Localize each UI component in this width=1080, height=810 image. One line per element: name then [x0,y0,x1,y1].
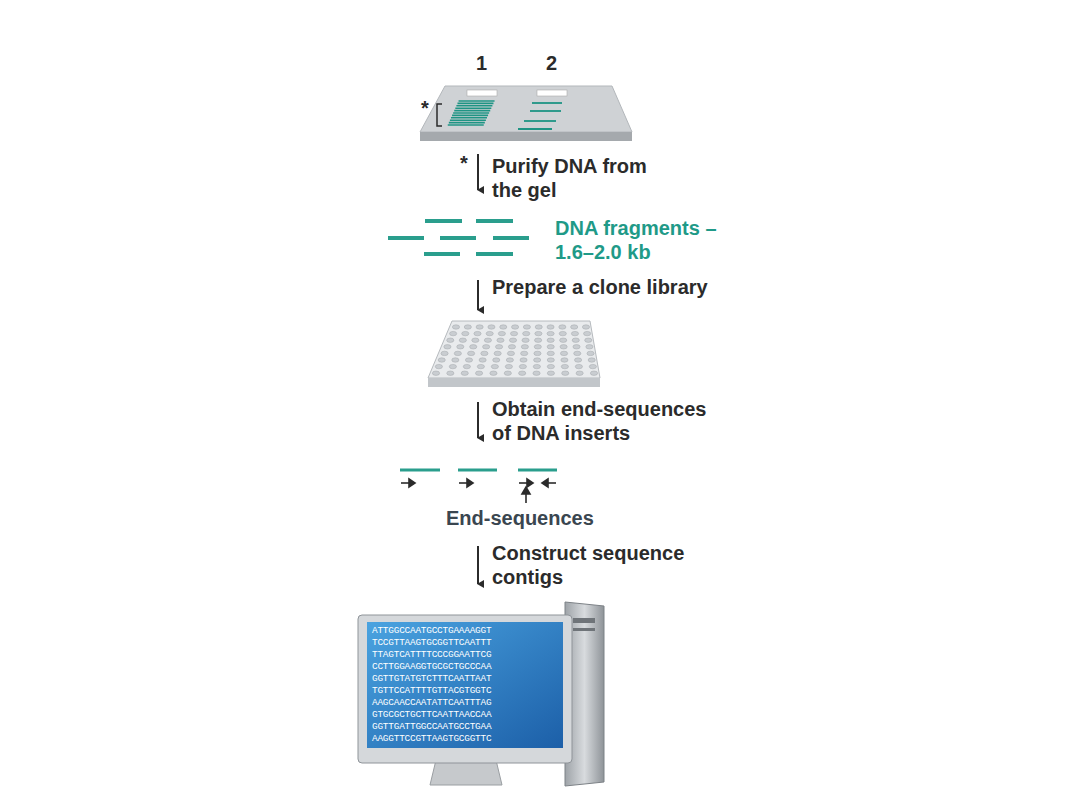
screen-sequence: CCTTGGAAGGTGCGCTGCCCAA [372,661,491,672]
lane-number: 2 [546,52,557,76]
gel [420,86,632,141]
screen-sequence: TGTTCCATTTTGTTACGTGGTC [372,685,491,696]
asterisk: * [421,97,429,121]
screen-sequence: GGTTGTATGTCTTTCAATTAAT [372,673,491,684]
step-label: Obtain end-sequences of DNA inserts [492,398,724,445]
fragment-label: DNA fragments – 1.6–2.0 kb [555,217,755,264]
screen-sequence: ATTGGCCAATGCCTGAAAAGGT [372,625,491,636]
screen-sequence: AAGCAACCAATATTCAATTTAG [372,697,491,708]
screen-sequence: TTAGTCATTTTCCCGGAATTCG [372,649,491,660]
screen-sequence: AAGGTTCCGTTAAGTGCGGTTC [372,733,491,744]
lane-number: 1 [476,52,487,76]
step-label: Construct sequence contigs [492,542,692,589]
end-sequence-label: End-sequences [446,507,594,531]
screen-sequence: GTGCGCTGCTTCAATTAACCAA [372,709,491,720]
microplate [428,321,600,387]
screen-sequence: GGTTGATTGGCCAATGCCTGAA [372,721,491,732]
end-sequences [400,470,557,503]
computer [358,602,604,786]
dna-fragments [388,221,529,254]
step-label: Prepare a clone library [492,276,772,300]
asterisk: * [460,152,468,176]
screen-sequence: TCCGTTAAGTGCGGTTCAATTT [372,637,491,648]
step-label: Purify DNA from the gel [492,155,672,202]
